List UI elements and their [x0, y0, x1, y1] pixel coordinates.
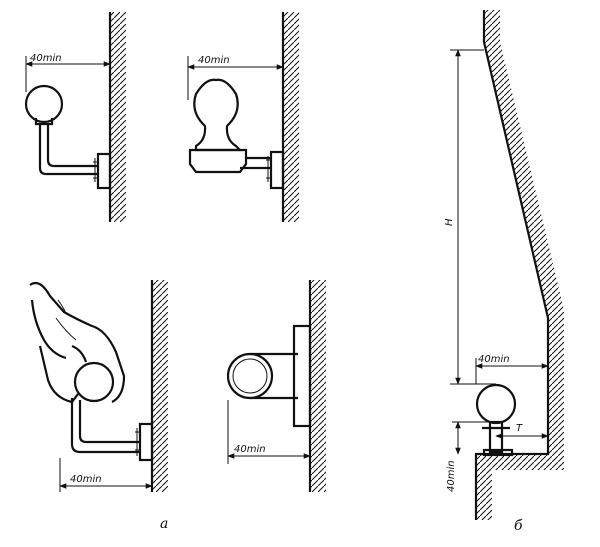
wall-hatching — [310, 280, 326, 492]
height-label: H — [444, 218, 455, 226]
clearance-label: 40min — [198, 55, 230, 66]
floor-plate — [482, 448, 514, 457]
panel-a-caption: а — [160, 516, 168, 532]
wall-hatching — [152, 280, 168, 492]
rail-post — [488, 420, 504, 454]
rail-saddle — [34, 118, 54, 126]
clearance-label: 40min — [30, 53, 62, 64]
bracket-arm — [250, 352, 298, 400]
detail-round-rail-bracket: 40min — [24, 12, 126, 222]
clearance-label: 40min — [70, 474, 102, 485]
handrail-section — [73, 361, 115, 403]
wall-plate — [292, 324, 312, 428]
clearance-label: 40min — [234, 444, 266, 455]
bracket-arm — [70, 398, 140, 454]
wall-plate — [138, 422, 154, 462]
wall-plate — [96, 152, 112, 190]
rail-base — [188, 148, 248, 174]
finger-lines — [55, 299, 77, 341]
handrail-bore — [232, 358, 268, 394]
handrail-section — [24, 84, 64, 124]
panel-b-caption: б — [514, 518, 523, 534]
wall-hatching — [283, 12, 299, 222]
detail-hand-grip: 40min — [29, 280, 168, 492]
floor-hatching — [476, 454, 564, 520]
wall-plate — [269, 150, 285, 190]
fixing-bolt — [266, 156, 271, 182]
handrail-profile — [193, 78, 243, 152]
handrail-section — [226, 352, 274, 400]
depth-label: T — [516, 423, 523, 434]
handrail-section — [475, 383, 517, 425]
wall-hatching — [110, 12, 126, 222]
hand-outline — [29, 281, 126, 404]
bottom-label: 40min — [446, 460, 457, 492]
detail-tube-rail: 40min — [226, 280, 326, 492]
recess-outline — [474, 10, 550, 520]
bracket-arm — [38, 124, 98, 176]
wall-hatching — [484, 10, 564, 454]
clearance-label: 40min — [478, 354, 510, 365]
fixing-bolt — [135, 428, 140, 456]
fixing-bolt — [93, 158, 98, 182]
detail-profile-rail: 40min — [187, 12, 299, 222]
panel-b-recess: H 40min T 40min — [444, 10, 564, 520]
